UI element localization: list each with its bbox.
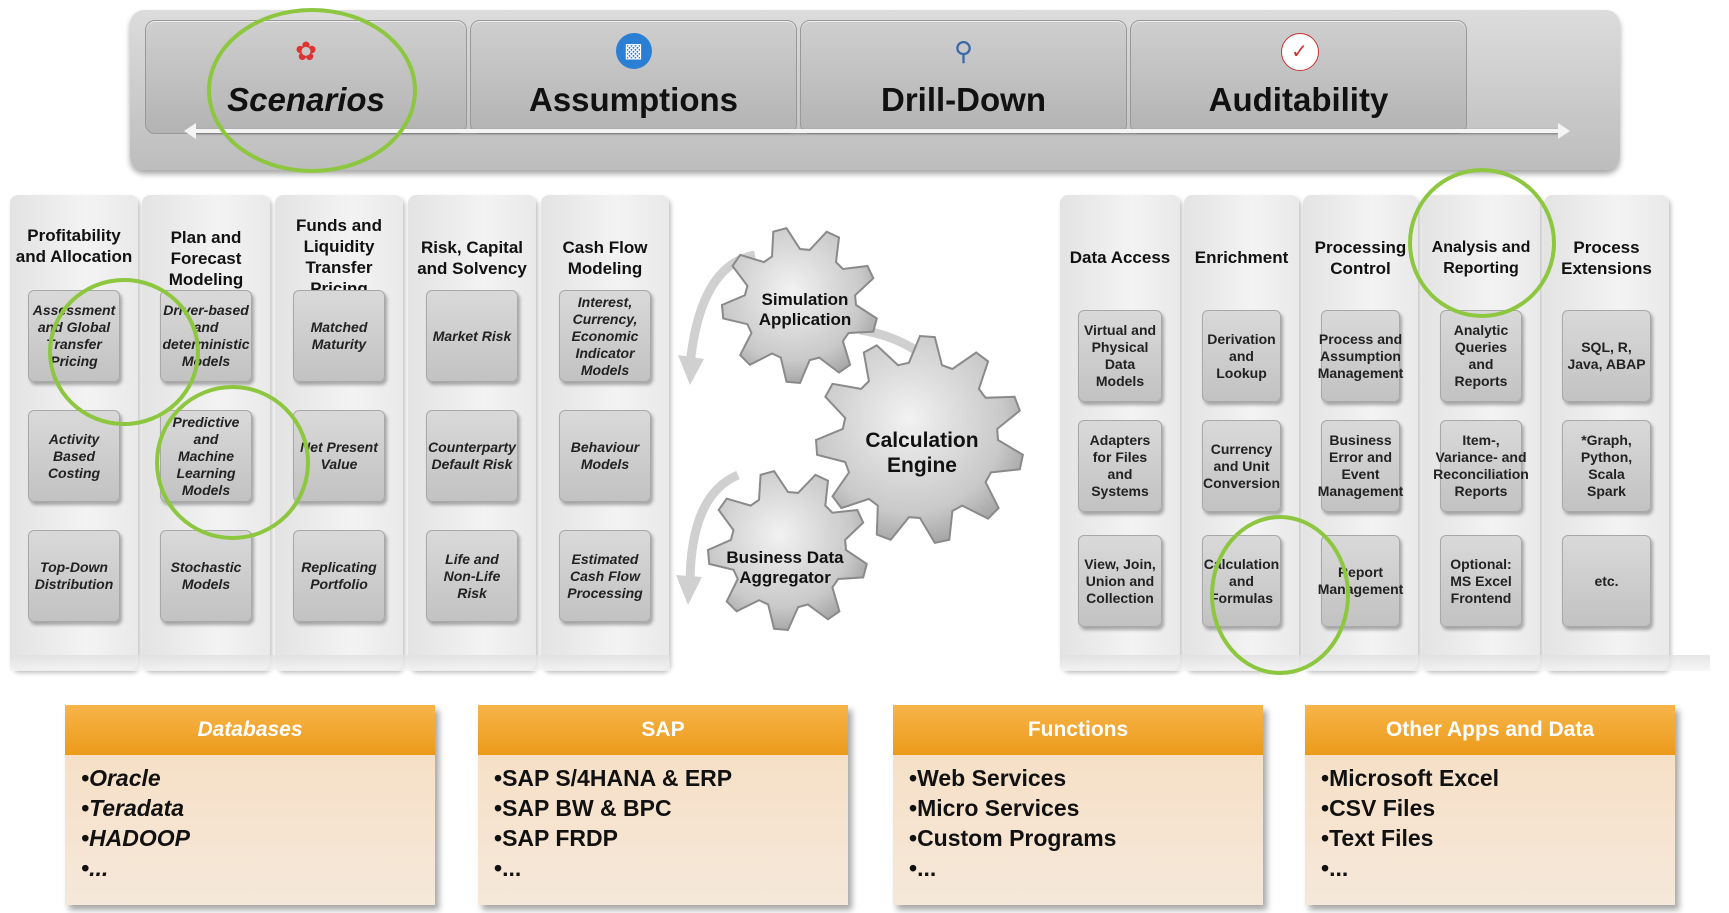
cell-market-risk[interactable]: Market Risk: [426, 290, 518, 382]
column-title: Process Extensions: [1561, 238, 1652, 278]
cell-adapters[interactable]: Adapters for Files and Systems: [1078, 420, 1162, 512]
list-item: HADOOP: [81, 823, 190, 853]
source-list: Oracle Teradata HADOOP ...: [81, 763, 190, 883]
list-item: ...: [1321, 853, 1499, 883]
list-item: Custom Programs: [909, 823, 1116, 853]
cell-replicating-portfolio[interactable]: Replicating Portfolio: [293, 530, 385, 622]
tab-auditability[interactable]: ✓ Auditability: [1130, 20, 1467, 134]
gear-simulation-label: Simulation Application: [758, 290, 852, 329]
list-item: SAP BW & BPC: [494, 793, 732, 823]
list-item: ...: [81, 853, 190, 883]
column-profitability-allocation: Profitability and Allocation Assessment …: [10, 195, 138, 670]
magnifier-icon: ⚲: [953, 36, 974, 66]
gear-aggregator-icon: [706, 470, 868, 632]
cell-life-nonlife[interactable]: Life and Non-Life Risk: [426, 530, 518, 622]
source-other-apps: Other Apps and Data Microsoft Excel CSV …: [1305, 705, 1675, 905]
arrow-left-icon: [184, 123, 196, 139]
highlight-circle-scenarios: [207, 8, 417, 173]
arrow-head-icon: [676, 575, 702, 605]
cell-view-join[interactable]: View, Join, Union and Collection: [1078, 535, 1162, 627]
source-list: Microsoft Excel CSV Files Text Files ...: [1321, 763, 1499, 883]
highlight-circle-assessment: [48, 278, 200, 426]
list-item: SAP S/4HANA & ERP: [494, 763, 732, 793]
column-funds-liquidity: Funds and Liquidity Transfer Pricing Mat…: [275, 195, 403, 670]
source-list: SAP S/4HANA & ERP SAP BW & BPC SAP FRDP …: [494, 763, 732, 883]
source-sap: SAP SAP S/4HANA & ERP SAP BW & BPC SAP F…: [478, 705, 848, 905]
list-item: Teradata: [81, 793, 190, 823]
arrow-head-icon: [678, 355, 704, 385]
cell-activity-costing[interactable]: Activity Based Costing: [28, 410, 120, 502]
column-data-access: Data Access Virtual and Physical Data Mo…: [1060, 195, 1180, 670]
column-cash-flow: Cash Flow Modeling Interest, Currency, E…: [541, 195, 669, 670]
list-item: Text Files: [1321, 823, 1499, 853]
checklist-paper-icon: ✓: [1280, 33, 1319, 71]
capability-tab-bar: ✿ Scenarios ▩ Assumptions ⚲ Drill-Down ✓…: [130, 10, 1620, 170]
source-functions: Functions Web Services Micro Services Cu…: [893, 705, 1263, 905]
source-list: Web Services Micro Services Custom Progr…: [909, 763, 1116, 883]
cell-graph-python[interactable]: *Graph, Python, Scala Spark: [1562, 420, 1651, 512]
cell-estimated-cash-flow[interactable]: Estimated Cash Flow Processing: [559, 530, 651, 622]
gears-illustration: [676, 227, 1025, 632]
column-process-extensions: Process Extensions SQL, R, Java, ABAP *G…: [1544, 195, 1669, 670]
list-item: Oracle: [81, 763, 190, 793]
gear-calculation-label: Calculation Engine: [865, 429, 979, 477]
column-title: Cash Flow Modeling: [562, 238, 648, 278]
list-item: Micro Services: [909, 793, 1116, 823]
column-title: Profitability and Allocation: [15, 226, 133, 266]
tab-assumptions[interactable]: ▩ Assumptions: [470, 20, 797, 134]
gear-simulation-icon: [720, 227, 878, 385]
cell-ms-excel-frontend[interactable]: Optional: MS Excel Frontend: [1440, 535, 1522, 627]
list-item: Web Services: [909, 763, 1116, 793]
column-title: Funds and Liquidity Transfer Pricing: [296, 216, 382, 298]
list-item: SAP FRDP: [494, 823, 732, 853]
highlight-circle-calculation: [1210, 515, 1350, 675]
source-header: SAP: [478, 705, 848, 755]
cell-matched-maturity[interactable]: Matched Maturity: [293, 290, 385, 382]
cell-currency-unit[interactable]: Currency and Unit Conversion: [1202, 420, 1281, 512]
gear-calculation-icon: [814, 334, 1025, 545]
cell-virtual-physical[interactable]: Virtual and Physical Data Models: [1078, 310, 1162, 402]
column-title: Processing Control: [1314, 238, 1407, 278]
source-header: Databases: [65, 705, 435, 755]
cell-behaviour-models[interactable]: Behaviour Models: [559, 410, 651, 502]
column-title: Enrichment: [1194, 248, 1289, 267]
tab-drill-down-label: Drill-Down: [881, 81, 1046, 118]
cell-sql-r-java[interactable]: SQL, R, Java, ABAP: [1562, 310, 1651, 402]
column-title: Data Access: [1069, 248, 1171, 267]
cell-business-error[interactable]: Business Error and Event Management: [1318, 420, 1403, 512]
gear-aggregator-label: Business Data Aggregator: [726, 548, 844, 587]
cell-top-down[interactable]: Top-Down Distribution: [28, 530, 120, 622]
source-databases: Databases Oracle Teradata HADOOP ...: [65, 705, 435, 905]
curved-arrow-icon: [685, 470, 740, 586]
arrow-right-icon: [1558, 123, 1570, 139]
source-header: Functions: [893, 705, 1263, 755]
right-floor-reflection: [1060, 655, 1710, 671]
list-item: Microsoft Excel: [1321, 763, 1499, 793]
list-item: CSV Files: [1321, 793, 1499, 823]
source-header: Other Apps and Data: [1305, 705, 1675, 755]
cell-counterparty[interactable]: Counterparty Default Risk: [426, 410, 518, 502]
blue-globe-computer-icon: ▩: [615, 33, 652, 69]
cell-variance-reports[interactable]: Item-, Variance- and Reconciliation Repo…: [1433, 420, 1529, 512]
cell-interest-models[interactable]: Interest, Currency, Economic Indicator M…: [559, 290, 651, 382]
tab-auditability-label: Auditability: [1208, 81, 1389, 118]
list-item: ...: [494, 853, 732, 883]
axis-arrow-line: [190, 129, 1560, 133]
cell-stochastic[interactable]: Stochastic Models: [160, 530, 252, 622]
highlight-circle-predictive: [155, 385, 310, 540]
column-title: Plan and Forecast Modeling: [168, 228, 244, 289]
column-title: Risk, Capital and Solvency: [417, 238, 527, 278]
cell-process-assumption[interactable]: Process and Assumption Management: [1318, 310, 1403, 402]
column-risk-capital: Risk, Capital and Solvency Market Risk C…: [408, 195, 536, 670]
list-item: ...: [909, 853, 1116, 883]
cell-analytic-queries[interactable]: Analytic Queries and Reports: [1440, 310, 1522, 402]
cell-derivation[interactable]: Derivation and Lookup: [1202, 310, 1281, 402]
cell-etc[interactable]: etc.: [1562, 535, 1651, 627]
tab-assumptions-label: Assumptions: [528, 81, 739, 118]
tab-drill-down[interactable]: ⚲ Drill-Down: [800, 20, 1127, 134]
left-floor-reflection: [10, 655, 670, 671]
highlight-circle-analysis: [1408, 168, 1556, 318]
